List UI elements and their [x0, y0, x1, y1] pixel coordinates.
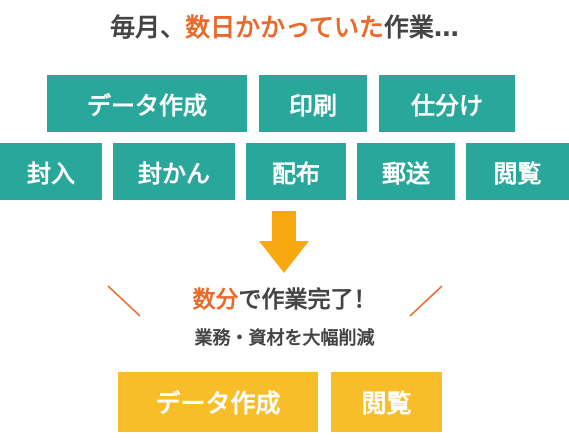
task-sorting: 仕分け	[379, 75, 515, 132]
task-viewing: 閲覧	[466, 143, 569, 200]
result-highlight: 数分	[192, 287, 239, 313]
task-mailing: 郵送	[357, 143, 455, 200]
task-printing: 印刷	[259, 75, 367, 132]
headline-suffix: 作業…	[383, 13, 459, 42]
result-headline: 数分で作業完了！	[0, 283, 569, 317]
down-arrow-icon	[259, 211, 309, 273]
headline-highlight: 数日かかっていた	[185, 13, 384, 42]
left-slash-icon	[107, 285, 141, 317]
right-slash-icon	[409, 285, 443, 317]
task-enclosing: 封入	[0, 143, 102, 200]
headline: 毎月、数日かかっていた作業…	[0, 10, 569, 46]
result-suffix: で作業完了！	[238, 287, 377, 313]
task-sealing: 封かん	[113, 143, 235, 200]
result-subline: 業務・資材を大幅削減	[194, 328, 375, 349]
task-data-creation: データ作成	[47, 75, 247, 132]
remaining-viewing: 閲覧	[331, 372, 442, 432]
remaining-data-creation: データ作成	[118, 372, 318, 432]
task-distribution: 配布	[246, 143, 346, 200]
headline-prefix: 毎月、	[110, 13, 186, 42]
